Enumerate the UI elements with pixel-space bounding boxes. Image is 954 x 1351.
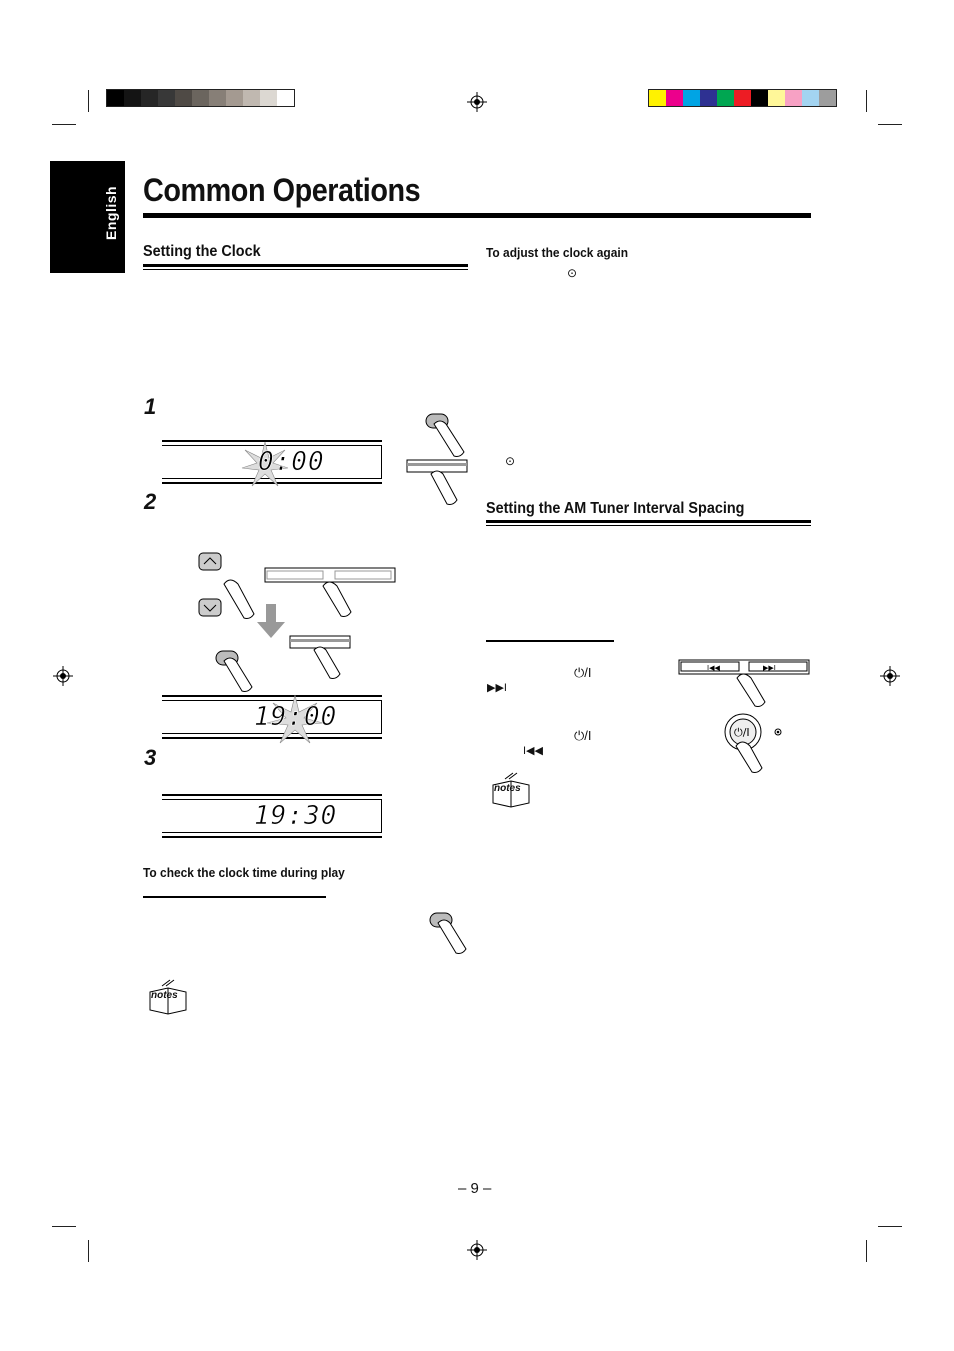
calibration-swatch xyxy=(734,90,751,106)
notes-icon xyxy=(492,772,530,808)
clock-display-digits: 19:00 xyxy=(254,702,338,733)
page-number: – 9 – xyxy=(458,1180,492,1197)
calibration-swatch xyxy=(158,90,175,106)
blink-burst-icon xyxy=(241,441,289,487)
svg-text:⏻/I: ⏻/I xyxy=(734,726,750,739)
subsection-rule xyxy=(143,896,326,898)
clock-display-digits: 0:00 xyxy=(258,447,325,478)
section-heading-setting-clock: Setting the Clock xyxy=(143,243,261,260)
crop-mark xyxy=(52,124,76,125)
step-number: 3 xyxy=(144,745,157,770)
calibration-swatch xyxy=(141,90,158,106)
step-number: 1 xyxy=(144,394,157,419)
down-button-icon xyxy=(198,598,222,617)
skip-buttons-panel-icon: I◀◀ ▶▶I xyxy=(678,659,810,707)
crop-mark xyxy=(88,90,89,112)
calibration-swatch xyxy=(768,90,785,106)
calibration-swatch xyxy=(124,90,141,106)
clock-display-digits: 19:30 xyxy=(254,801,338,832)
button-press-hand-icon xyxy=(215,650,253,692)
registration-target-icon xyxy=(467,92,487,112)
skip-buttons-panel-icon xyxy=(264,567,396,617)
calibration-swatch xyxy=(243,90,260,106)
registration-target-icon xyxy=(53,666,73,686)
calibration-swatch xyxy=(649,90,666,106)
grayscale-calibration-strip xyxy=(106,89,295,107)
svg-text:▶▶I: ▶▶I xyxy=(763,664,776,672)
calibration-swatch xyxy=(192,90,209,106)
panel-button-press-icon xyxy=(289,635,351,679)
panel-button-press-icon xyxy=(406,459,468,505)
crop-mark xyxy=(88,1240,89,1262)
section-heading-am-tuner: Setting the AM Tuner Interval Spacing xyxy=(486,500,745,517)
svg-text:I◀◀: I◀◀ xyxy=(707,664,720,672)
registration-target-icon xyxy=(880,666,900,686)
notes-icon xyxy=(149,979,187,1015)
clock-display-step2 xyxy=(162,695,382,739)
title-rule xyxy=(143,213,811,218)
prev-skip-icon: I◀◀ xyxy=(523,745,543,757)
calibration-swatch xyxy=(683,90,700,106)
clock-icon: ⊙ xyxy=(567,266,578,280)
calibration-swatch xyxy=(717,90,734,106)
calibration-swatch xyxy=(666,90,683,106)
crop-mark xyxy=(52,1226,76,1227)
step-number: 2 xyxy=(144,489,157,514)
calibration-swatch xyxy=(700,90,717,106)
calibration-swatch xyxy=(226,90,243,106)
blink-burst-icon xyxy=(266,694,324,744)
section-rule xyxy=(143,269,468,270)
clock-display-step3 xyxy=(162,794,382,838)
calibration-swatch xyxy=(277,90,294,106)
page-title: Common Operations xyxy=(143,172,421,208)
language-tab-label: English xyxy=(103,185,119,240)
next-skip-icon: ▶▶I xyxy=(487,682,507,694)
subsection-rule xyxy=(486,640,614,642)
up-button-icon xyxy=(198,552,222,571)
calibration-swatch xyxy=(175,90,192,106)
power-button-press-icon: ⏻/I xyxy=(724,713,782,773)
subsection-heading-adjust-clock: To adjust the clock again xyxy=(486,245,628,260)
section-rule xyxy=(486,520,811,523)
power-standby-icon: ⏻/I xyxy=(574,728,592,743)
section-rule xyxy=(143,264,468,267)
button-press-hand-icon xyxy=(425,413,465,457)
calibration-swatch xyxy=(802,90,819,106)
color-calibration-strip xyxy=(648,89,837,107)
calibration-swatch xyxy=(751,90,768,106)
crop-mark xyxy=(866,1240,867,1262)
calibration-swatch xyxy=(819,90,836,106)
crop-mark xyxy=(866,90,867,112)
registration-target-icon xyxy=(467,1240,487,1260)
crop-mark xyxy=(878,1226,902,1227)
clock-icon: ⊙ xyxy=(505,454,516,468)
calibration-swatch xyxy=(107,90,124,106)
calibration-swatch xyxy=(785,90,802,106)
calibration-swatch xyxy=(260,90,277,106)
crop-mark xyxy=(878,124,902,125)
section-rule xyxy=(486,525,811,526)
notes-label: notes xyxy=(494,783,521,794)
button-press-hand-icon xyxy=(429,912,467,954)
power-standby-icon: ⏻/I xyxy=(574,665,592,680)
language-tab xyxy=(50,161,125,273)
notes-label: notes xyxy=(151,990,178,1001)
calibration-swatch xyxy=(209,90,226,106)
arrow-down-icon xyxy=(257,604,285,638)
finger-press-icon xyxy=(223,579,255,619)
subsection-heading-check-clock: To check the clock time during play xyxy=(143,865,345,880)
